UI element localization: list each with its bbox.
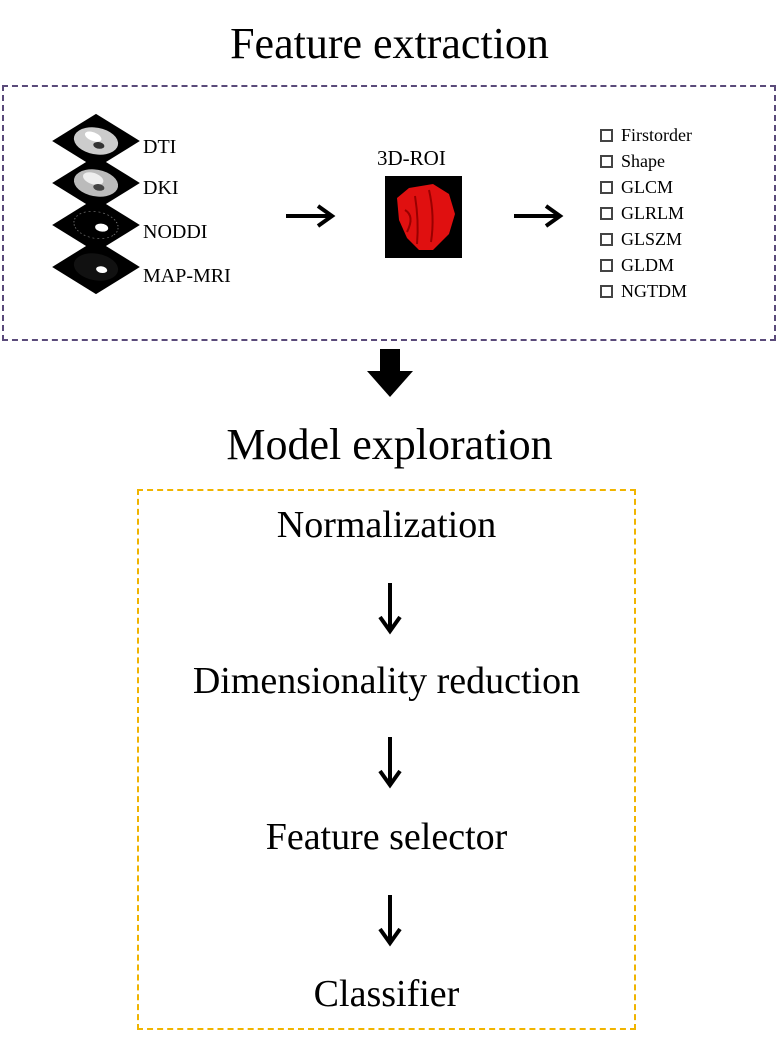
feature-class-item: Shape bbox=[600, 148, 692, 174]
feature-class-label: GLCM bbox=[621, 176, 674, 197]
brain-slice-dti-icon bbox=[52, 113, 140, 169]
feature-class-label: GLSZM bbox=[621, 228, 683, 249]
modality-label: NODDI bbox=[143, 221, 208, 243]
step-dimensionality-reduction: Dimensionality reduction bbox=[192, 660, 581, 702]
modality-label: DTI bbox=[143, 136, 177, 158]
down-arrow-icon bbox=[378, 737, 402, 789]
down-arrow-icon bbox=[378, 895, 402, 947]
feature-class-item: NGTDM bbox=[600, 278, 692, 304]
block-down-arrow-icon bbox=[367, 349, 413, 397]
feature-class-item: GLCM bbox=[600, 174, 692, 200]
right-arrow-icon bbox=[286, 204, 336, 228]
feature-class-label: Shape bbox=[621, 150, 665, 171]
checkbox-icon bbox=[600, 128, 613, 142]
down-arrow-icon bbox=[378, 583, 402, 635]
checkbox-icon bbox=[600, 180, 613, 194]
feature-class-label: GLRLM bbox=[621, 202, 684, 223]
feature-class-label: GLDM bbox=[621, 254, 674, 275]
model-exploration-title: Model exploration bbox=[226, 420, 553, 469]
feature-extraction-box bbox=[2, 85, 776, 341]
modality-label: MAP-MRI bbox=[143, 265, 231, 287]
tumor-volume-icon bbox=[397, 184, 455, 250]
feature-class-item: Firstorder bbox=[600, 122, 692, 148]
feature-class-item: GLSZM bbox=[600, 226, 692, 252]
checkbox-icon bbox=[600, 284, 613, 298]
brain-slice-mapmri-icon bbox=[52, 239, 140, 295]
step-normalization: Normalization bbox=[276, 504, 497, 546]
checkbox-icon bbox=[600, 232, 613, 246]
feature-extraction-title: Feature extraction bbox=[230, 19, 549, 68]
roi-3d-render bbox=[385, 176, 462, 258]
feature-class-label: NGTDM bbox=[621, 280, 687, 301]
step-classifier: Classifier bbox=[313, 973, 460, 1015]
feature-class-item: GLDM bbox=[600, 252, 692, 278]
checkbox-icon bbox=[600, 154, 613, 168]
checkbox-icon bbox=[600, 258, 613, 272]
feature-class-list: Firstorder Shape GLCM GLRLM GLSZM GLDM N… bbox=[600, 122, 692, 304]
brain-slice-noddi-icon bbox=[52, 197, 140, 253]
right-arrow-icon bbox=[514, 204, 564, 228]
step-feature-selector: Feature selector bbox=[265, 816, 508, 858]
checkbox-icon bbox=[600, 206, 613, 220]
roi-label: 3D-ROI bbox=[377, 146, 446, 170]
modality-label: DKI bbox=[143, 177, 179, 199]
brain-slice-dki-icon bbox=[52, 155, 140, 211]
feature-class-item: GLRLM bbox=[600, 200, 692, 226]
model-exploration-box bbox=[137, 489, 636, 1030]
feature-class-label: Firstorder bbox=[621, 124, 692, 145]
